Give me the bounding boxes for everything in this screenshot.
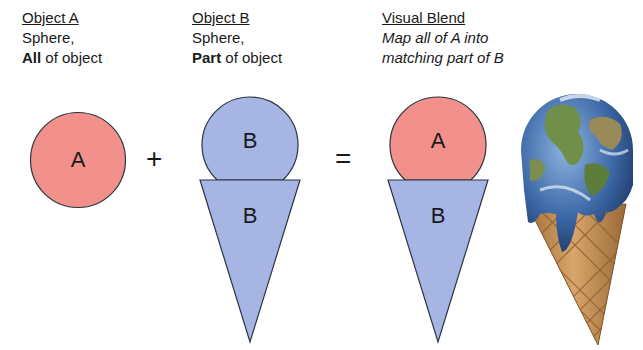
plus-sign: + — [146, 143, 162, 175]
blend-rule: Map all of A into matching part of B — [382, 28, 542, 68]
shape-note: Sphere, — [192, 28, 245, 48]
column-heading: Visual Blend — [382, 8, 465, 28]
cone-node: B — [388, 180, 488, 342]
part-letter: A — [390, 128, 486, 154]
part-letter: A — [30, 147, 126, 173]
part-letter: B — [388, 203, 488, 229]
cone-node: B — [200, 180, 300, 342]
sphere-node: A — [30, 112, 126, 208]
scope-note: Part of object — [192, 48, 282, 68]
dome-shape — [202, 97, 298, 180]
scope-note: All of object — [22, 48, 102, 68]
cone-shape — [200, 180, 300, 342]
sphere-shape — [31, 113, 126, 208]
dome-shape — [390, 97, 486, 180]
earth-scoop — [521, 94, 633, 252]
part-letter: B — [200, 203, 300, 229]
scoop-node: A — [390, 97, 486, 180]
cone-shape — [388, 180, 488, 342]
column-heading: Object A — [22, 8, 79, 28]
column-heading: Object B — [192, 8, 250, 28]
shape-note: Sphere, — [22, 28, 75, 48]
part-letter: B — [202, 128, 298, 154]
scoop-node: B — [202, 97, 298, 180]
equals-sign: = — [335, 143, 351, 175]
